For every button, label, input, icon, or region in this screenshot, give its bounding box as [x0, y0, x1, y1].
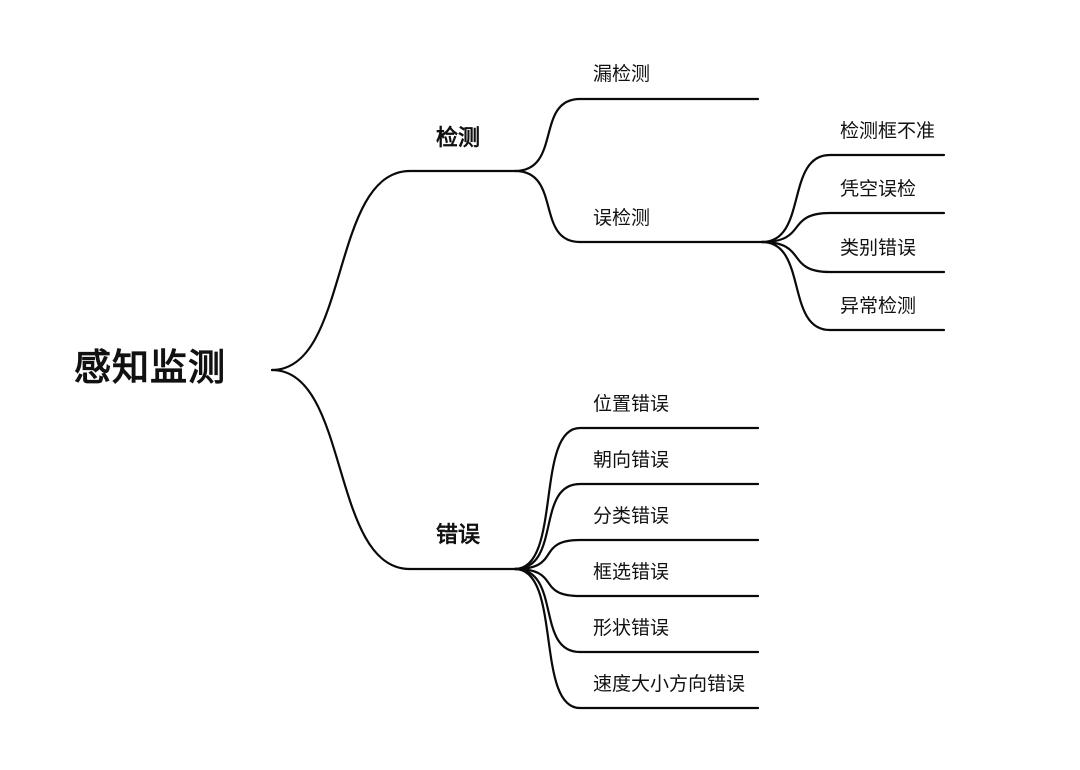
connector-false-to-phantom [760, 211, 946, 244]
connector-false-to-anomaly [760, 240, 946, 332]
node-classification-error-label: 分类错误 [593, 505, 670, 527]
connector-errors-to-shape [513, 567, 760, 654]
connector-false-to-class [760, 240, 946, 274]
connector-detection-to-missed [513, 97, 760, 173]
connector-root-to-detection [270, 169, 517, 372]
connector-errors-to-heading [513, 482, 760, 571]
connector-false-to-bbox [760, 153, 946, 244]
connector-root-to-errors [270, 368, 517, 571]
node-class-error-label: 类别错误 [840, 237, 917, 259]
branch-detection-label: 检测 [436, 126, 481, 151]
node-velocity-error-label: 速度大小方向错误 [593, 673, 746, 695]
node-position-error-label: 位置错误 [593, 393, 670, 415]
root-node-label: 感知监测 [74, 346, 226, 389]
branch-errors-label: 错误 [436, 523, 481, 548]
node-missed-detection-label: 漏检测 [593, 63, 651, 85]
connector-errors-to-position [513, 426, 760, 571]
node-heading-error-label: 朝向错误 [593, 449, 670, 471]
node-shape-error-label: 形状错误 [593, 617, 670, 639]
connector-errors-to-velocity [513, 567, 760, 710]
node-boxselect-error-label: 框选错误 [593, 561, 670, 583]
node-phantom-detection-label: 凭空误检 [840, 178, 917, 200]
connector-detection-to-false [513, 169, 764, 244]
node-false-detection-label: 误检测 [593, 207, 651, 229]
node-anomaly-detection-label: 异常检测 [840, 295, 917, 317]
node-bbox-inaccurate-label: 检测框不准 [840, 120, 936, 142]
connector-errors-to-boxselect [513, 567, 760, 598]
connector-errors-to-classification [513, 538, 760, 571]
